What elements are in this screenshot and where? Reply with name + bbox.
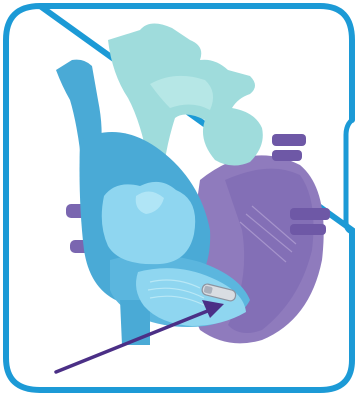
frame-tab <box>346 120 352 232</box>
